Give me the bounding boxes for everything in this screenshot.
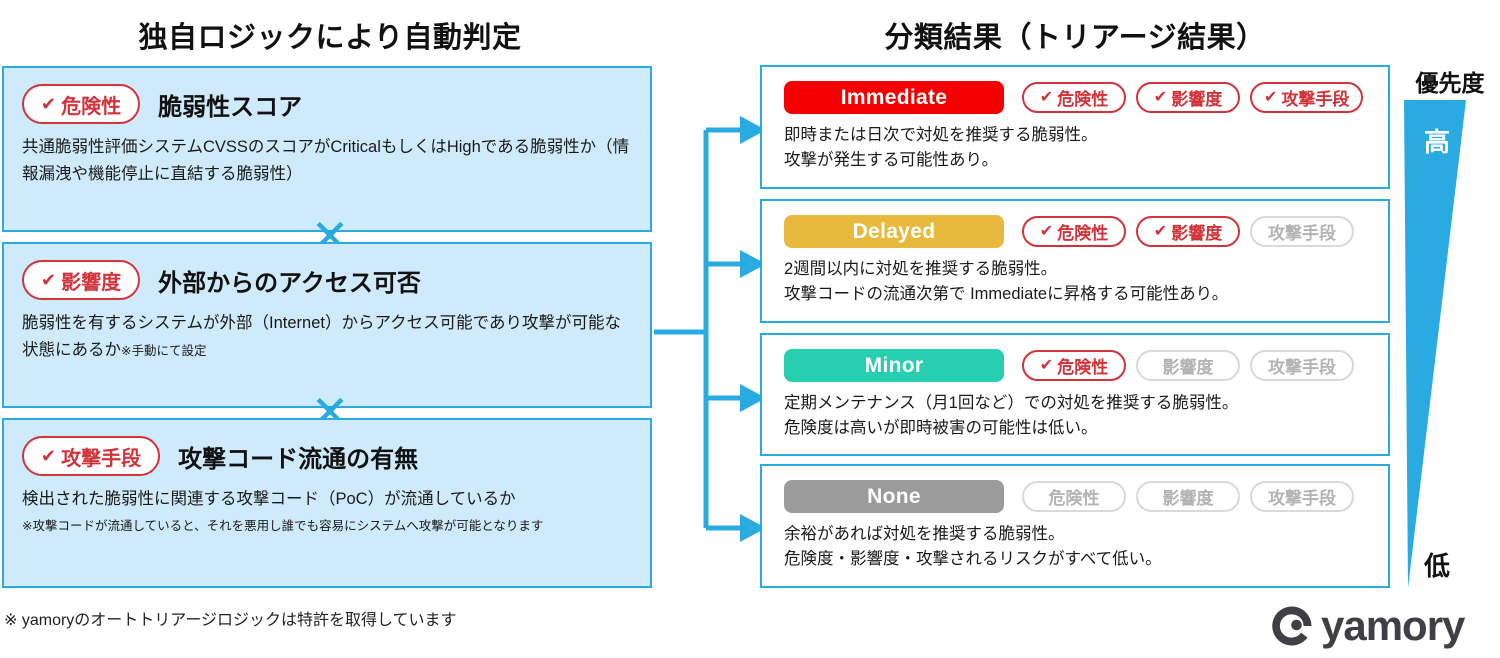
result-description-line: 攻撃コードの流通次第で Immediateに昇格する可能性あり。 (784, 285, 1229, 304)
result-tag-risk: ✔ 危険性 (1022, 216, 1126, 247)
result-header: Immediate ✔ 危険性 ✔ 影響度 ✔ 攻撃手段 (762, 67, 1388, 114)
severity-badge-delayed: Delayed (784, 215, 1004, 248)
result-card-minor: Minor ✔ 危険性 影響度 攻撃手段 定期メンテナンス（月1回など）での対処… (760, 333, 1390, 456)
result-tag-label: 影響度 (1162, 358, 1214, 377)
result-tag-risk: ✔ 危険性 (1022, 350, 1126, 381)
result-tag-label: 危険性 (1057, 90, 1109, 109)
criteria-badge-impact: ✔ 影響度 (22, 260, 141, 300)
priority-low-label: 低 (1423, 551, 1450, 581)
result-tag-label: 危険性 (1057, 224, 1109, 243)
flow-connector (654, 116, 766, 542)
result-tag-row: ✔ 危険性 影響度 攻撃手段 (1022, 350, 1354, 381)
check-icon: ✔ (41, 94, 57, 114)
result-tag-row: 危険性 影響度 攻撃手段 (1022, 481, 1354, 512)
result-tag-label: 影響度 (1171, 90, 1223, 109)
result-description: 余裕があれば対処を推奨する脆弱性。 危険度・影響度・攻撃されるリスクがすべて低い… (762, 513, 1388, 572)
criteria-title: 攻撃コード流通の有無 (178, 445, 419, 473)
priority-gradient-triangle (1404, 100, 1466, 588)
check-icon: ✔ (41, 270, 57, 290)
criteria-badge-label: 影響度 (61, 271, 122, 294)
result-description: 2週間以内に対処を推奨する脆弱性。 攻撃コードの流通次第で Immediateに… (762, 248, 1388, 307)
result-description-line: 定期メンテナンス（月1回など）での対処を推奨する脆弱性。 (784, 394, 1239, 412)
result-tag-impact: ✔ 影響度 (1136, 82, 1240, 113)
result-tag-impact: ✔ 影響度 (1136, 216, 1240, 247)
result-tag-label: 危険性 (1057, 358, 1109, 377)
severity-badge-none: None (784, 480, 1004, 513)
result-description-line: 危険度・影響度・攻撃されるリスクがすべて低い。 (784, 550, 1162, 569)
check-icon: ✔ (1264, 88, 1278, 106)
result-tag-risk: 危険性 (1022, 481, 1126, 512)
criteria-header: ✔ 危険性 脆弱性スコア (4, 68, 650, 124)
patent-footnote: ※ yamoryのオートトリアージロジックは特許を取得しています (4, 612, 457, 629)
yamory-mark-icon (1272, 606, 1312, 646)
criteria-header: ✔ 影響度 外部からのアクセス可否 (4, 244, 650, 300)
result-tag-label: 危険性 (1048, 489, 1100, 508)
criteria-title: 外部からのアクセス可否 (158, 269, 421, 297)
criteria-description-text: 脆弱性を有するシステムが外部（Internet）からアクセス可能であり攻撃が可能… (22, 314, 621, 359)
severity-badge-minor: Minor (784, 349, 1004, 382)
priority-label: 優先度 (1415, 70, 1485, 96)
result-tag-attack: 攻撃手段 (1250, 216, 1354, 247)
result-tag-attack: 攻撃手段 (1250, 481, 1354, 512)
priority-high-label: 高 (1423, 127, 1450, 157)
result-tag-row: ✔ 危険性 ✔ 影響度 攻撃手段 (1022, 216, 1354, 247)
right-section-title: 分類結果（トリアージ結果） (884, 22, 1266, 54)
result-tag-label: 攻撃手段 (1268, 224, 1336, 243)
result-header: Delayed ✔ 危険性 ✔ 影響度 攻撃手段 (762, 201, 1388, 248)
result-tag-label: 攻撃手段 (1268, 489, 1336, 508)
result-description-line: 2週間以内に対処を推奨する脆弱性。 (784, 260, 1058, 278)
result-tag-label: 攻撃手段 (1281, 90, 1350, 109)
check-icon: ✔ (1039, 222, 1054, 240)
result-card-none: None 危険性 影響度 攻撃手段 余裕があれば対処を推奨する脆弱性。 危険度・… (760, 464, 1390, 588)
result-tag-attack: ✔ 攻撃手段 (1250, 82, 1364, 113)
result-tag-label: 影響度 (1171, 224, 1223, 243)
criteria-description: 検出された脆弱性に関連する攻撃コード（PoC）が流通しているか (22, 490, 516, 508)
check-icon: ✔ (1153, 222, 1168, 240)
criteria-description: 脆弱性を有するシステムが外部（Internet）からアクセス可能であり攻撃が可能… (4, 300, 650, 363)
result-tag-impact: 影響度 (1136, 350, 1240, 381)
result-tag-impact: 影響度 (1136, 481, 1240, 512)
result-header: Minor ✔ 危険性 影響度 攻撃手段 (762, 335, 1388, 382)
result-description-line: 攻撃が発生する可能性あり。 (784, 151, 999, 170)
result-description-line: 危険度は高いが即時被害の可能性は低い。 (784, 419, 1098, 438)
result-card-delayed: Delayed ✔ 危険性 ✔ 影響度 攻撃手段 2週間以内に対処を推奨する脆弱… (760, 199, 1390, 323)
criteria-header: ✔ 攻撃手段 攻撃コード流通の有無 (4, 420, 650, 476)
result-tag-label: 影響度 (1162, 489, 1214, 508)
criteria-subnote: ※攻撃コードが流通していると、それを悪用し誰でも容易にシステムへ攻撃が可能となり… (22, 518, 544, 533)
criteria-description: 共通脆弱性評価システムCVSSのスコアがCriticalもしくはHighである脆… (22, 138, 630, 183)
severity-badge-immediate: Immediate (784, 81, 1004, 114)
criteria-badge-label: 危険性 (61, 95, 122, 118)
criteria-card-attack-method: ✔ 攻撃手段 攻撃コード流通の有無 検出された脆弱性に関連する攻撃コード（PoC… (2, 418, 652, 588)
result-description: 即時または日次で対処を推奨する脆弱性。 攻撃が発生する可能性あり。 (762, 114, 1388, 173)
result-tag-risk: ✔ 危険性 (1022, 82, 1126, 113)
yamory-logo: yamory (1270, 602, 1465, 649)
result-description-line: 余裕があれば対処を推奨する脆弱性。 (784, 525, 1065, 543)
criteria-badge-attack: ✔ 攻撃手段 (22, 436, 161, 476)
criteria-inline-note: ※手動にて設定 (121, 343, 207, 358)
criteria-badge-risk: ✔ 危険性 (22, 84, 141, 124)
result-header: None 危険性 影響度 攻撃手段 (762, 466, 1388, 513)
result-description-line: 即時または日次で対処を推奨する脆弱性。 (784, 126, 1098, 144)
left-section-title: 独自ロジックにより自動判定 (138, 22, 522, 54)
check-icon: ✔ (1039, 356, 1054, 374)
criteria-card-risk: ✔ 危険性 脆弱性スコア 共通脆弱性評価システムCVSSのスコアがCritica… (2, 66, 652, 232)
check-icon: ✔ (41, 446, 57, 466)
result-tag-label: 攻撃手段 (1268, 358, 1336, 377)
result-tag-row: ✔ 危険性 ✔ 影響度 ✔ 攻撃手段 (1022, 82, 1364, 113)
result-description: 定期メンテナンス（月1回など）での対処を推奨する脆弱性。 危険度は高いが即時被害… (762, 382, 1388, 441)
result-card-immediate: Immediate ✔ 危険性 ✔ 影響度 ✔ 攻撃手段 即時または日次で対処を… (760, 65, 1390, 189)
result-tag-attack: 攻撃手段 (1250, 350, 1354, 381)
yamory-wordmark: yamory (1321, 602, 1465, 649)
criteria-badge-label: 攻撃手段 (61, 447, 142, 470)
criteria-title: 脆弱性スコア (158, 93, 303, 121)
criteria-card-impact: ✔ 影響度 外部からのアクセス可否 脆弱性を有するシステムが外部（Interne… (2, 242, 652, 408)
check-icon: ✔ (1039, 88, 1054, 106)
check-icon: ✔ (1153, 88, 1168, 106)
